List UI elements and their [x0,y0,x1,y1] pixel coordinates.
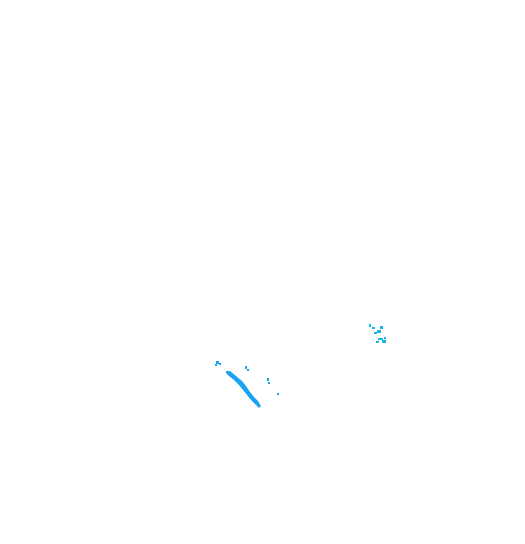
precip-cell [244,388,247,390]
precip-cell [374,332,377,334]
precip-cell [382,340,386,343]
precip-cell [232,376,235,378]
precip-cell [238,381,240,384]
precip-cell [369,324,371,327]
precip-cell [245,366,247,369]
precip-cell [255,401,257,404]
precip-cell [377,330,381,333]
precip-cell [277,393,279,395]
precip-cell [268,382,270,384]
precip-cell [247,369,249,371]
precip-cell [215,364,217,366]
precip-cell [380,326,383,329]
precip-cell [216,361,219,364]
precip-cell [219,363,221,365]
precip-cell [376,341,379,343]
precip-cell [267,378,269,381]
precip-cell [249,394,252,397]
precip-cluster-east [369,324,386,343]
precip-cell [378,338,383,340]
precip-cell [372,327,375,329]
precip-cell [384,337,386,339]
precip-band [226,371,261,408]
precip-cluster-west [215,361,279,408]
